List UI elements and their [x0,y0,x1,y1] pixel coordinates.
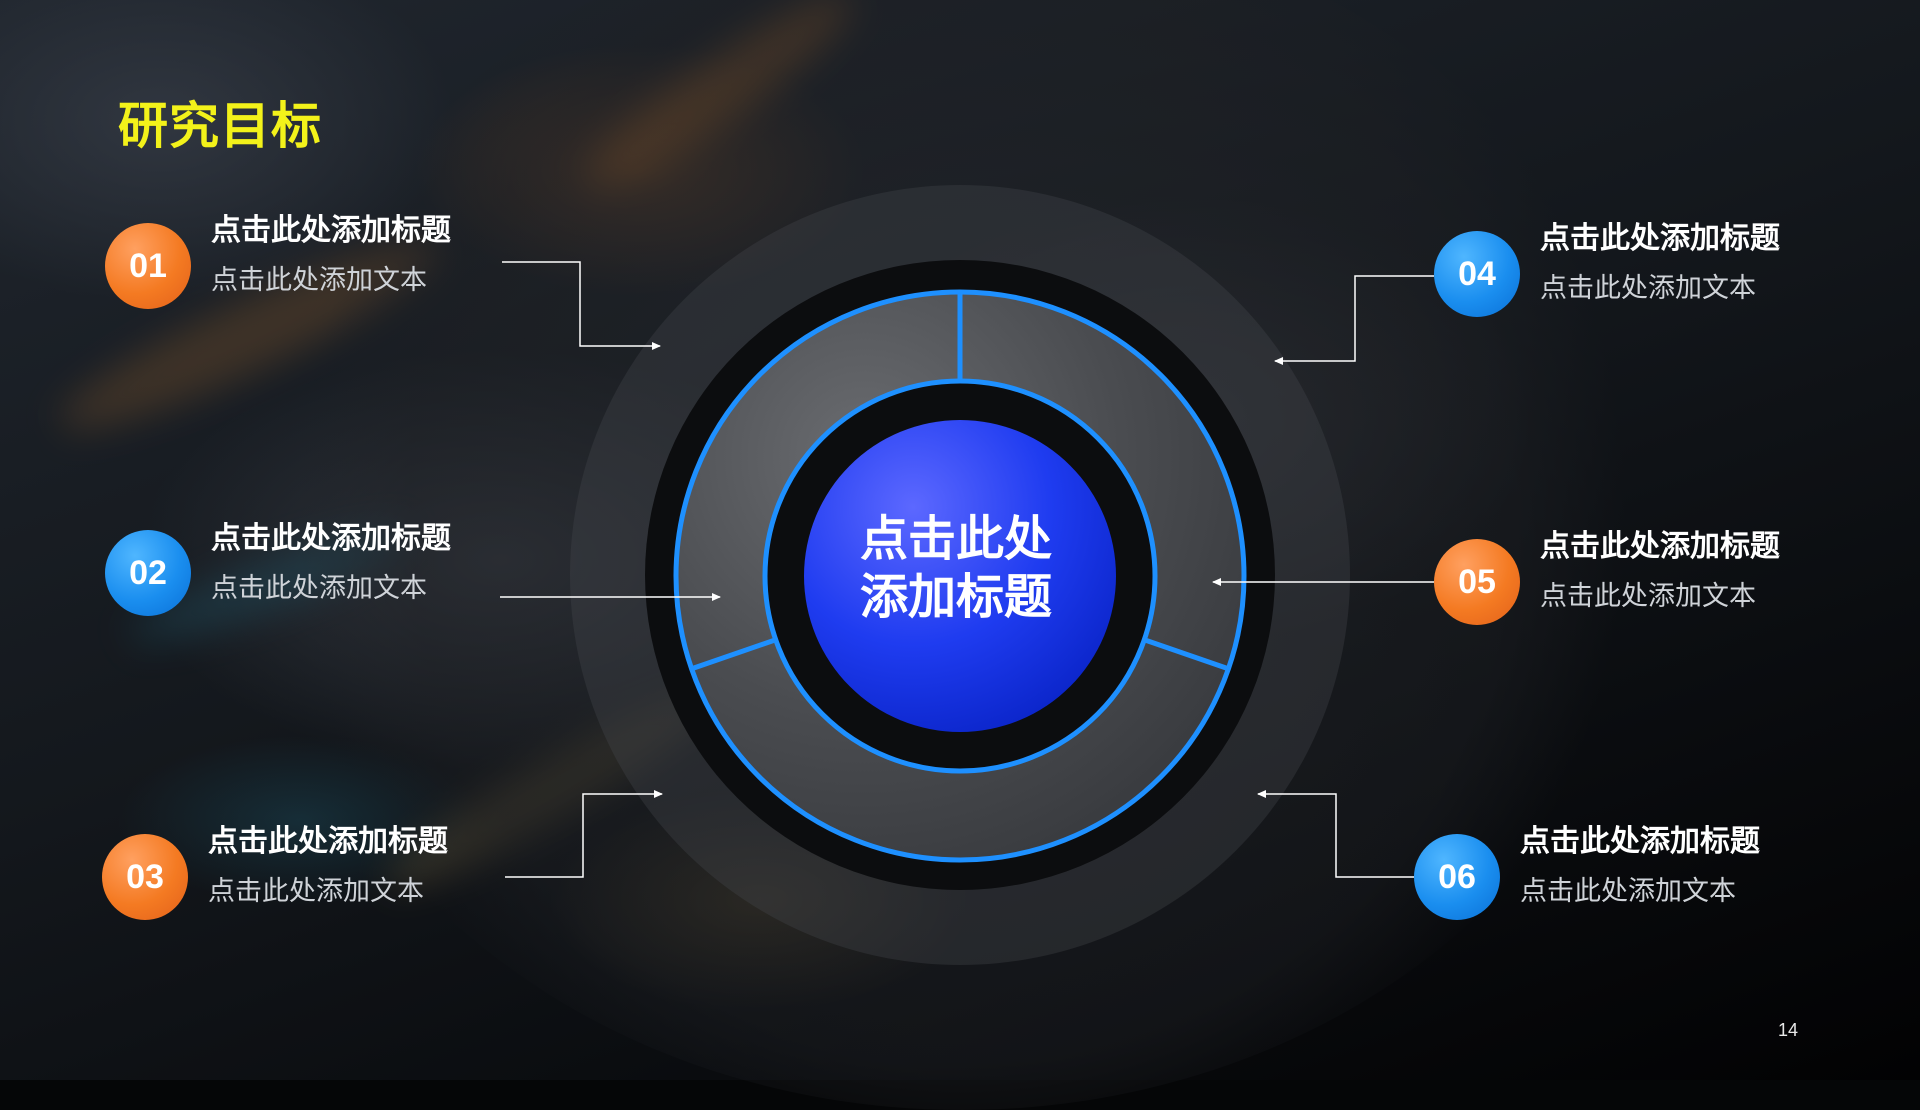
number-badge-05: 05 [1434,539,1520,625]
center-title-line1: 点击此处 [859,511,1052,567]
connector-arrow-03 [505,790,663,878]
connector-arrow-01 [502,261,661,350]
item-text-03[interactable]: 点击此处添加文本 [208,876,424,907]
connector-arrow-04 [1274,275,1434,365]
item-title-06[interactable]: 点击此处添加标题 [1520,824,1760,859]
item-text-06[interactable]: 点击此处添加文本 [1520,876,1736,907]
item-text-04[interactable]: 点击此处添加文本 [1540,273,1756,304]
item-text-02[interactable]: 点击此处添加文本 [211,573,427,604]
item-title-04[interactable]: 点击此处添加标题 [1540,221,1780,256]
number-badge-06: 06 [1414,834,1500,920]
page-title: 研究目标 [118,97,322,155]
ring-divider-left [690,637,776,672]
number-badge-03: 03 [102,834,188,920]
item-title-02[interactable]: 点击此处添加标题 [211,521,451,556]
page-number: 14 [1777,1020,1798,1040]
number-badge-02: 02 [105,530,191,616]
number-badge-01: 01 [105,223,191,309]
center-ring-diagram [500,261,1434,878]
connector-arrow-06 [1257,790,1414,878]
number-badge-04: 04 [1434,231,1520,317]
item-title-01[interactable]: 点击此处添加标题 [211,213,451,248]
center-title: 点击此处 添加标题 [806,510,1106,626]
ring-divider-right [1144,637,1230,672]
item-title-03[interactable]: 点击此处添加标题 [208,824,448,859]
item-title-05[interactable]: 点击此处添加标题 [1540,529,1780,564]
item-text-05[interactable]: 点击此处添加文本 [1540,581,1756,612]
center-circle [804,420,1116,732]
center-title-line2: 添加标题 [859,569,1052,625]
item-text-01[interactable]: 点击此处添加文本 [211,265,427,296]
